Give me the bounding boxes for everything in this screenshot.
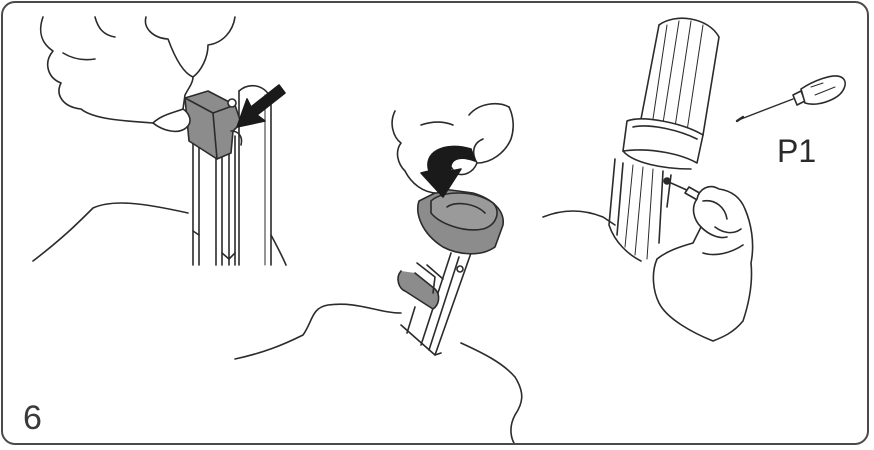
phillips-screwdriver-icon <box>735 75 846 123</box>
tool-size-label: P1 <box>777 133 817 169</box>
hand-left-panel <box>39 16 236 133</box>
hand-right-panel <box>652 185 754 342</box>
instruction-panel: P1 6 <box>1 1 869 445</box>
step-number: 6 <box>23 399 42 437</box>
push-arrow-left <box>236 84 286 128</box>
assembly-illustration <box>32 16 846 443</box>
panel-2-rotate-cap <box>234 102 523 443</box>
panel-3-fasten-screw <box>542 17 846 342</box>
rotate-arrow <box>420 145 476 198</box>
panel-1-attach-cap <box>32 16 287 266</box>
